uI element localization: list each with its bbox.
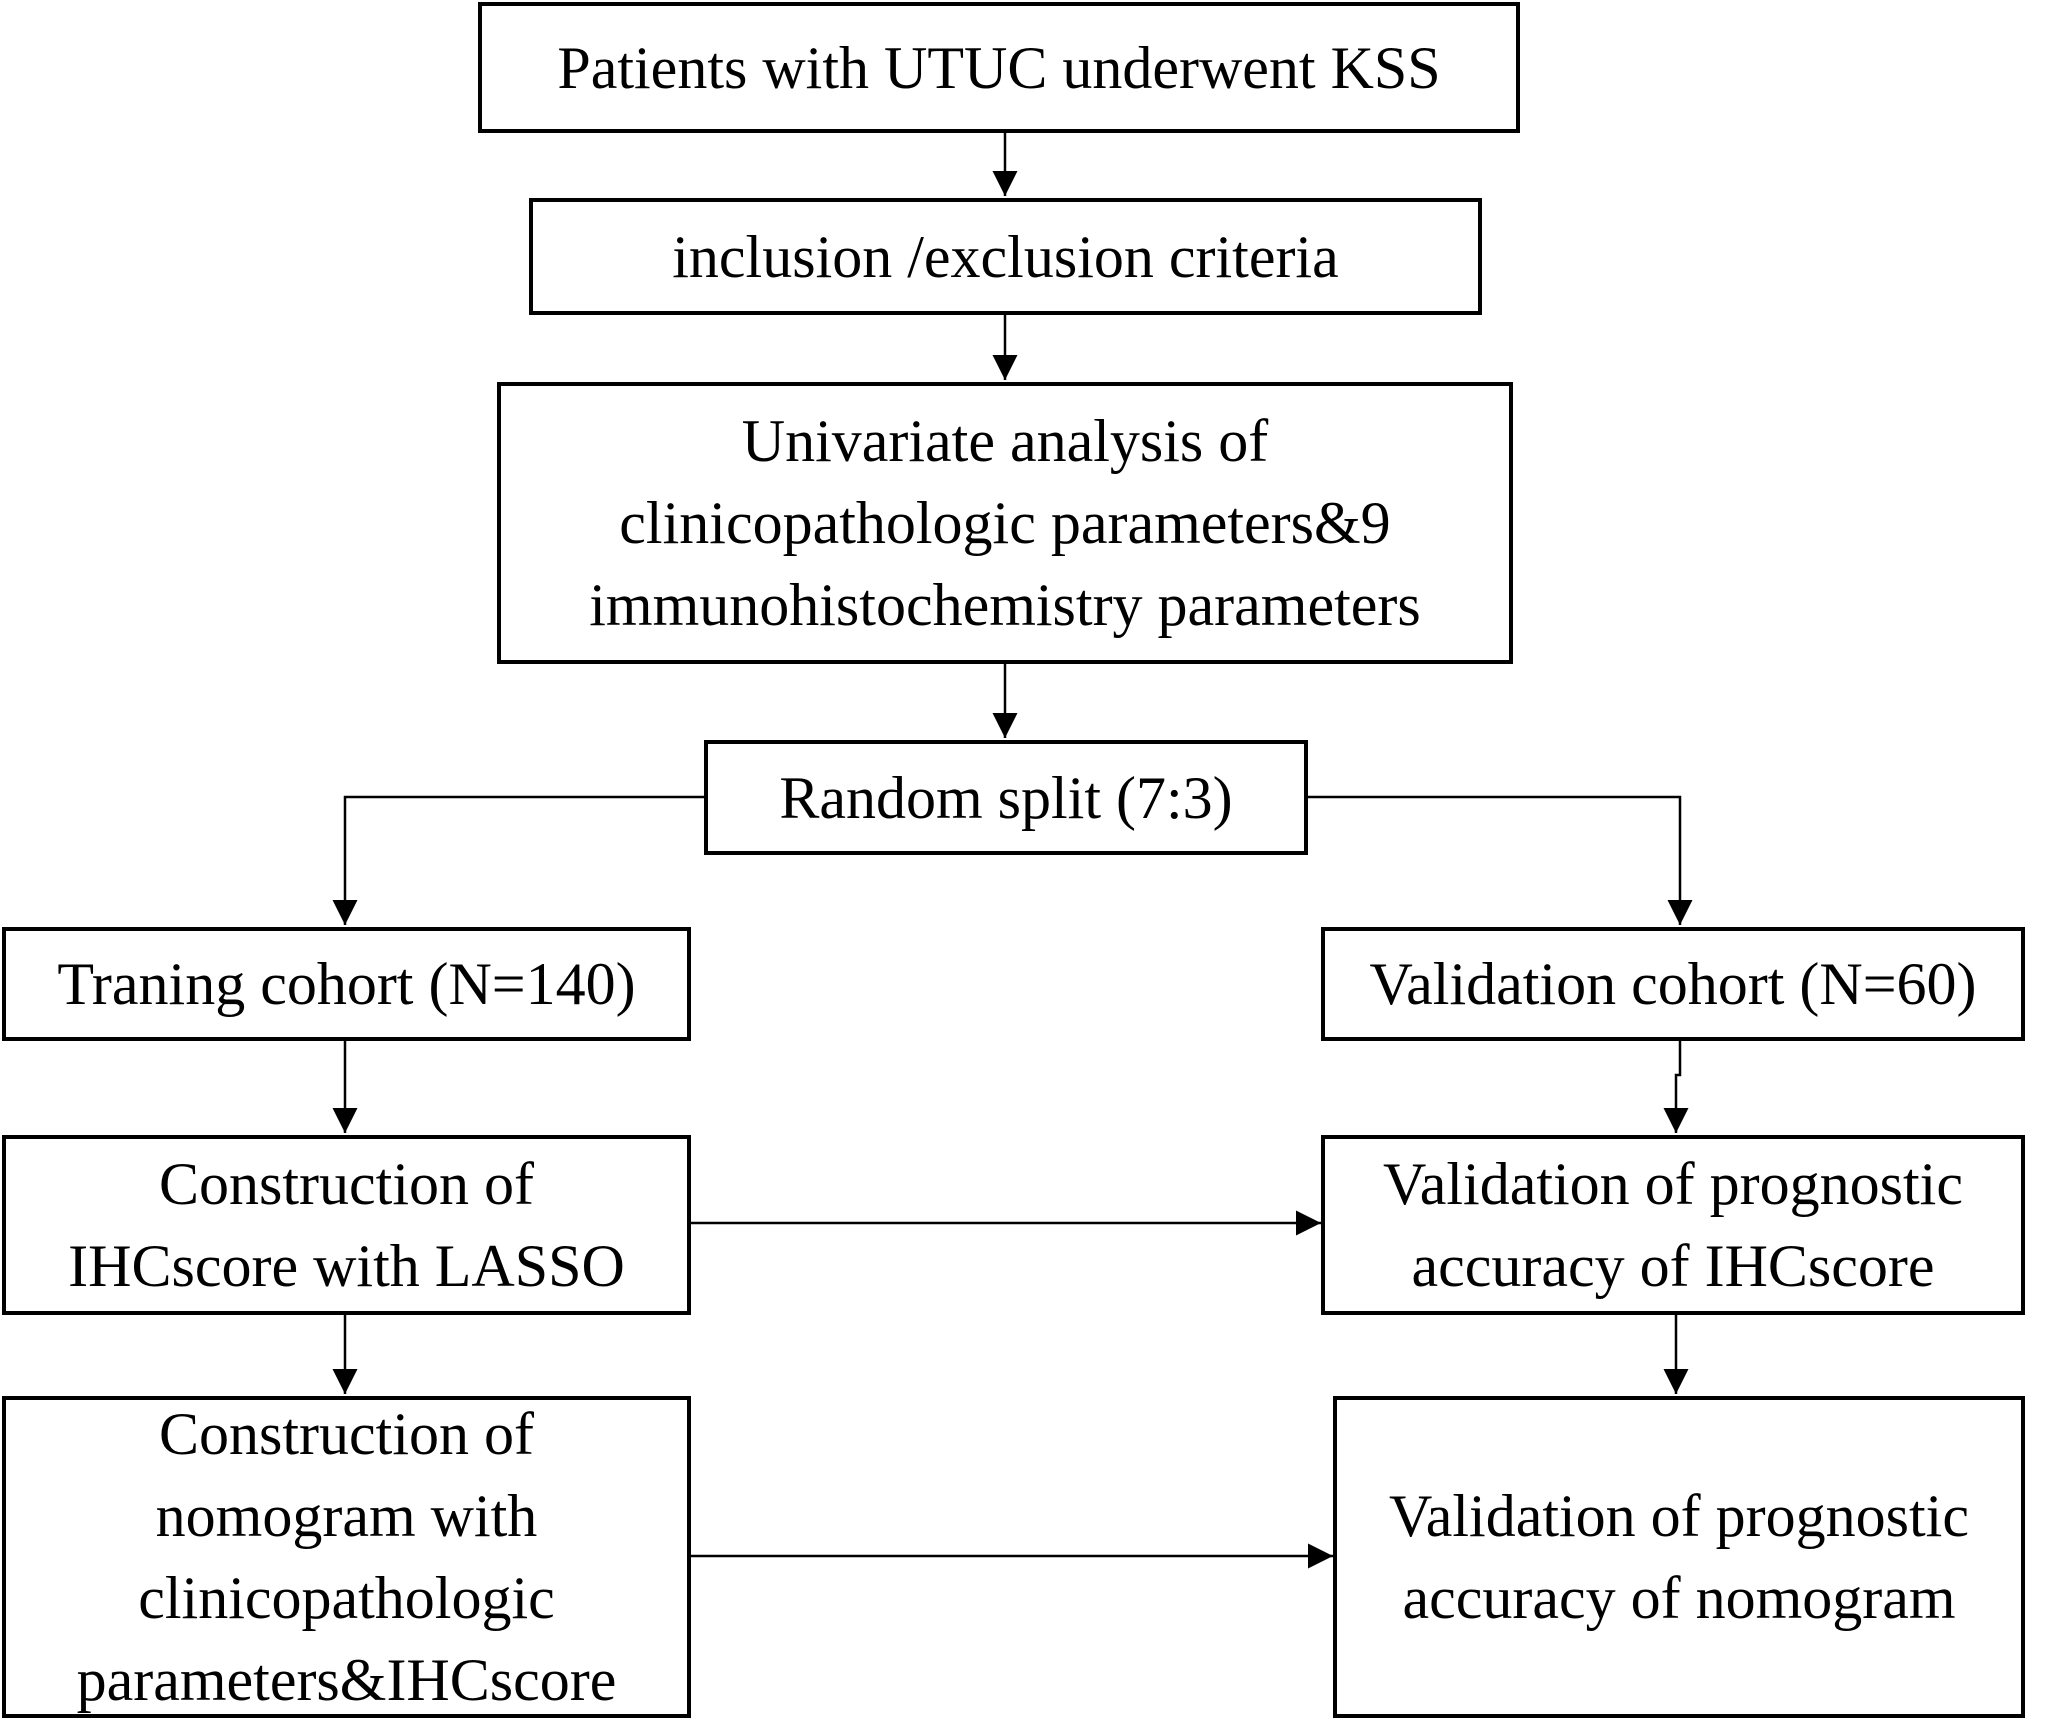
text-line: IHCscore with LASSO	[68, 1233, 625, 1299]
text-line: Validation of prognostic	[1389, 1483, 1969, 1549]
box-patients-text: Patients with UTUC underwent KSS	[557, 27, 1440, 109]
box-patients: Patients with UTUC underwent KSS	[478, 2, 1520, 133]
text-line: accuracy of IHCscore	[1411, 1233, 1935, 1299]
box-validation-cohort-text: Validation cohort (N=60)	[1369, 943, 1976, 1025]
arrow-validation-to-ihc-validate	[1663, 1039, 1689, 1133]
text-line: Construction of	[159, 1401, 534, 1467]
box-criteria-text: inclusion /exclusion criteria	[672, 216, 1338, 298]
box-ihc-validation-text: Validation of prognostic accuracy of IHC…	[1383, 1143, 1963, 1307]
box-univariate-text: Univariate analysis of clinicopathologic…	[589, 400, 1420, 646]
box-validation-cohort: Validation cohort (N=60)	[1321, 927, 2025, 1041]
text-line: nomogram with	[155, 1483, 538, 1549]
text-line: Traning cohort (N=140)	[57, 951, 636, 1017]
text-line: clinicopathologic parameters&9	[619, 490, 1391, 556]
box-univariate: Univariate analysis of clinicopathologic…	[497, 382, 1513, 664]
box-ihc-construction-text: Construction of IHCscore with LASSO	[68, 1143, 625, 1307]
text-line: inclusion /exclusion criteria	[672, 223, 1339, 290]
box-random-split-text: Random split (7:3)	[779, 757, 1232, 839]
box-nomogram-validation-text: Validation of prognostic accuracy of nom…	[1389, 1475, 1969, 1639]
text-line: Validation cohort (N=60)	[1369, 951, 1977, 1017]
box-training-cohort-text: Traning cohort (N=140)	[57, 943, 635, 1025]
arrow-split-to-validation	[1306, 795, 1693, 925]
box-training-cohort: Traning cohort (N=140)	[2, 927, 691, 1041]
arrow-split-to-training	[332, 795, 706, 925]
text-line: Construction of	[159, 1151, 534, 1217]
box-random-split: Random split (7:3)	[704, 740, 1308, 855]
box-ihc-construction: Construction of IHCscore with LASSO	[2, 1135, 691, 1315]
text-line: parameters&IHCscore	[76, 1647, 617, 1713]
text-line: Univariate analysis of	[741, 408, 1269, 474]
box-ihc-validation: Validation of prognostic accuracy of IHC…	[1321, 1135, 2025, 1315]
text-line: clinicopathologic	[138, 1565, 555, 1631]
text-line: Random split (7:3)	[779, 764, 1233, 831]
box-criteria: inclusion /exclusion criteria	[529, 198, 1482, 315]
text-line: Validation of prognostic	[1383, 1151, 1963, 1217]
text-line: Patients with UTUC underwent KSS	[557, 34, 1441, 101]
text-line: immunohistochemistry parameters	[589, 572, 1421, 638]
box-nomogram-construction-text: Construction of nomogram with clinicopat…	[77, 1393, 617, 1721]
box-nomogram-validation: Validation of prognostic accuracy of nom…	[1333, 1396, 2025, 1718]
text-line: accuracy of nomogram	[1402, 1565, 1956, 1631]
box-nomogram-construction: Construction of nomogram with clinicopat…	[2, 1396, 691, 1718]
